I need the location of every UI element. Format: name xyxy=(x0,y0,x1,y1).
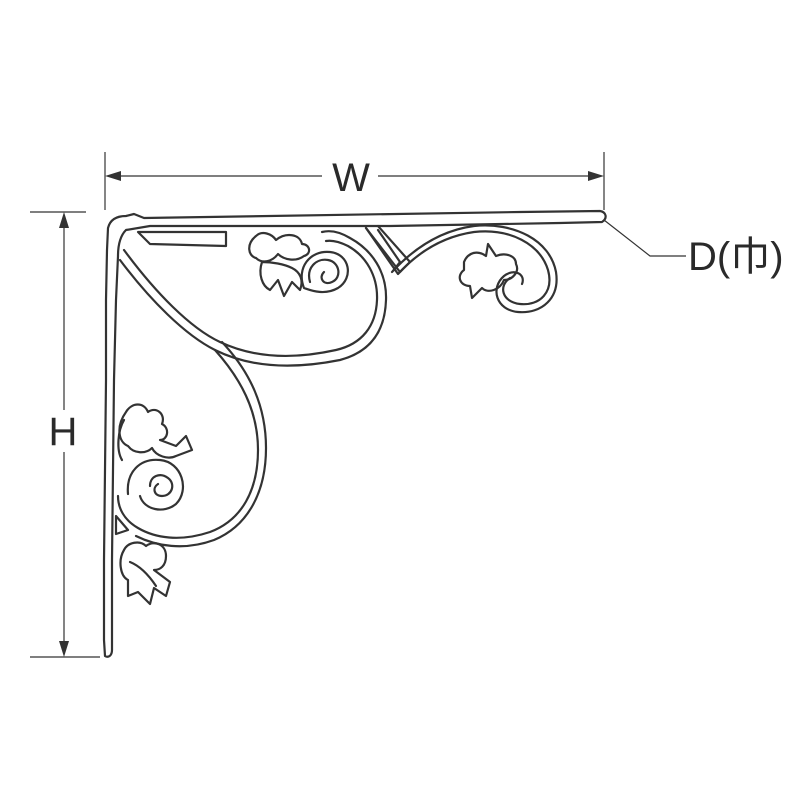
height-dimension: H xyxy=(30,211,100,658)
width-dimension: W xyxy=(104,152,605,210)
upper-spiral xyxy=(300,250,349,294)
wall-small-triangle xyxy=(114,514,130,536)
wall-upper-leaf-motif xyxy=(118,403,194,459)
wall-lower-leaf-motif xyxy=(119,541,172,606)
wall-lower-leaf-vein xyxy=(128,560,158,588)
right-arch-inner xyxy=(376,224,558,314)
main-scroll-curve-inner xyxy=(122,239,379,357)
right-leaf-motif xyxy=(458,242,519,300)
height-label: H xyxy=(49,410,78,454)
depth-dimension: D(巾) xyxy=(603,219,784,279)
wall-upper-leaf-stem xyxy=(117,418,126,462)
depth-label: D(巾) xyxy=(688,235,784,279)
width-label: W xyxy=(332,156,370,200)
height-arrow-bottom xyxy=(59,641,69,657)
upper-leaf-fronds xyxy=(259,260,303,298)
height-arrow-top xyxy=(59,212,69,228)
wall-spiral xyxy=(126,458,185,511)
left-spandrel-triangle xyxy=(136,230,228,248)
arm-strut xyxy=(364,224,412,274)
bracket-outline xyxy=(102,209,607,658)
right-arch-outer xyxy=(364,226,551,306)
main-scroll-curve-outer xyxy=(118,230,388,367)
width-arrow-left xyxy=(105,171,121,181)
width-arrow-right xyxy=(588,171,604,181)
bracket-frame-outer xyxy=(102,209,607,658)
upper-leaf-motif xyxy=(248,231,311,263)
lower-brace-curve-outer xyxy=(116,348,260,539)
lower-brace-curve-inner xyxy=(134,340,268,548)
depth-leader-line xyxy=(603,219,686,257)
